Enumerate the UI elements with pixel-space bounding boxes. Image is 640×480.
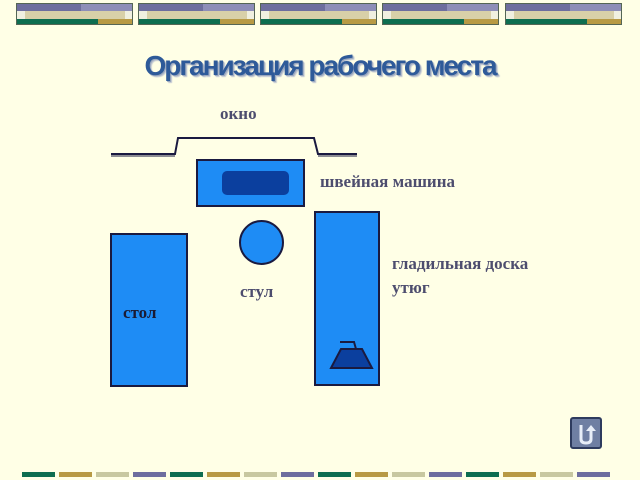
decor-tile	[138, 3, 255, 25]
decor-tile	[382, 3, 499, 25]
decor-tile	[16, 3, 133, 25]
table-label: стол	[123, 303, 157, 322]
decor-bottom-bar	[22, 472, 610, 477]
page-title: Организация рабочего места	[144, 50, 497, 81]
decor-tile	[505, 3, 622, 25]
back-button[interactable]	[570, 417, 602, 449]
sewing-machine-head	[222, 171, 289, 195]
ironing-board-label: гладильная доска	[392, 254, 529, 273]
return-arrow-icon	[579, 425, 596, 445]
iron-label: утюг	[392, 278, 430, 297]
table	[110, 233, 188, 387]
decor-tile	[260, 3, 377, 25]
chair-label: стул	[240, 282, 274, 301]
sewing-machine-label: швейная машина	[320, 172, 456, 191]
window-label: окно	[220, 104, 257, 123]
chair	[239, 220, 284, 265]
ironing-board	[314, 211, 380, 386]
iron-icon	[329, 341, 374, 369]
